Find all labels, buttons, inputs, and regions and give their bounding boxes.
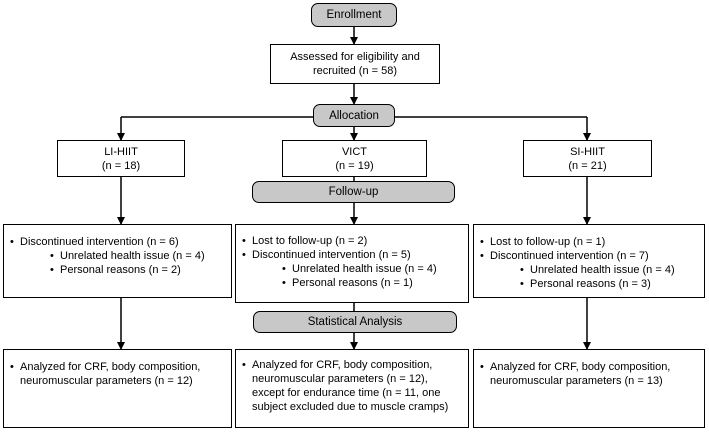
list-item-continuation: neuromuscular parameters (n = 13) [490,375,663,387]
analysis-box-right: •Analyzed for CRF, body composition, neu… [473,349,705,428]
list-item-continuation: subject excluded due to muscle cramps) [252,401,449,413]
list-item: •Personal reasons (n = 3) [520,278,651,290]
enrollment-text: Enrollment [326,9,382,21]
group-box-vict: VICT (n = 19) [282,140,427,177]
group-box-lihiit: LI-HIIT (n = 18) [57,140,185,177]
analysis-box-middle: •Analyzed for CRF, body composition, neu… [235,349,469,428]
list-item: •Personal reasons (n = 1) [282,277,413,289]
list-item-continuation: neuromuscular parameters (n = 12) [20,375,193,387]
group-name: LI-HIIT [104,145,138,158]
list-item: •Discontinued intervention (n = 6) [10,236,179,248]
analysis-box-left: •Analyzed for CRF, body composition, neu… [3,349,232,428]
list-item: •Unrelated health issue (n = 4) [282,263,437,275]
group-name: SI-HIIT [570,145,605,158]
followup-text: Follow-up [328,186,379,198]
enrollment-label: Enrollment [311,3,397,27]
group-count: (n = 21) [568,159,607,172]
list-item: •Discontinued intervention (n = 5) [242,249,411,261]
statistical-analysis-text: Statistical Analysis [307,316,403,328]
list-item: •Analyzed for CRF, body composition, [480,361,671,373]
list-item-continuation: neuromuscular parameters (n = 12), [252,373,428,385]
group-box-sihiit: SI-HIIT (n = 21) [523,140,652,177]
list-item: •Analyzed for CRF, body composition, [242,359,433,371]
followup-box-middle: •Lost to follow-up (n = 2) •Discontinued… [235,224,469,303]
followup-box-right: •Lost to follow-up (n = 1) •Discontinued… [473,224,705,298]
list-item: •Analyzed for CRF, body composition, [10,361,201,373]
allocation-label: Allocation [313,104,395,127]
list-item-continuation: except for endurance time (n = 11, one [252,387,441,399]
assessed-line1: Assessed for eligibility and [290,51,420,63]
group-count: (n = 19) [335,159,374,172]
group-name: VICT [341,145,368,158]
assessed-line2: recruited (n = 58) [312,65,398,77]
allocation-text: Allocation [329,109,379,122]
group-count: (n = 18) [101,159,141,172]
list-item: •Personal reasons (n = 2) [50,264,181,276]
list-item: •Discontinued intervention (n = 7) [480,250,649,262]
list-item: •Unrelated health issue (n = 4) [50,250,205,262]
list-item: •Lost to follow-up (n = 2) [242,235,368,247]
followup-box-left: •Discontinued intervention (n = 6) •Unre… [3,224,232,298]
assessed-box: Assessed for eligibility and recruited (… [270,44,440,84]
list-item: •Unrelated health issue (n = 4) [520,264,675,276]
followup-label: Follow-up [252,181,455,203]
list-item: •Lost to follow-up (n = 1) [480,236,606,248]
statistical-analysis-label: Statistical Analysis [253,311,457,333]
